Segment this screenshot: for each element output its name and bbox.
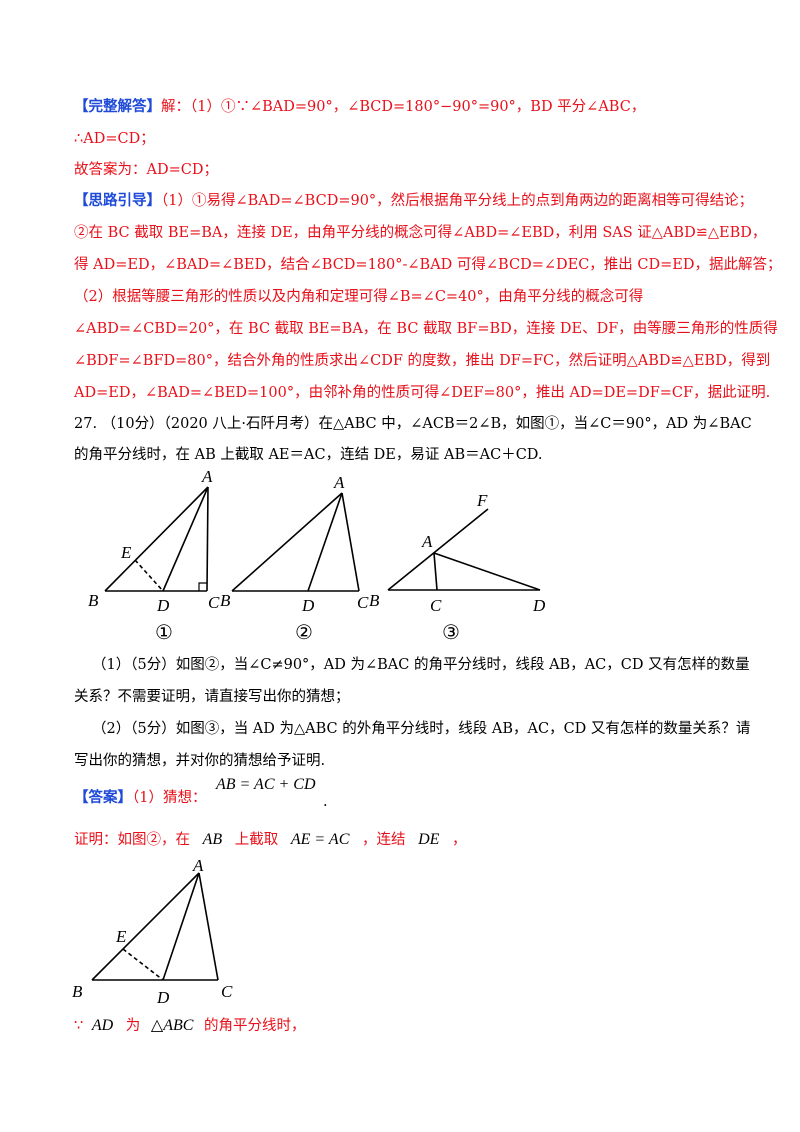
math-de: DE xyxy=(418,831,440,848)
answer-line-1: 【答案】（1）猜想： xyxy=(74,789,207,806)
math-triangle-abc: △ABC xyxy=(150,1017,194,1034)
solution-line-2: ∴AD=CD； xyxy=(74,131,155,147)
fig1-caption: ① xyxy=(155,622,173,643)
proof-line-2: ∵ AD 为 △ABC 的角平分线时， xyxy=(74,1017,306,1034)
ans-fig-label-c: C xyxy=(221,982,233,1001)
ans-fig-label-b: B xyxy=(72,982,83,1001)
math-ab: AB xyxy=(202,831,223,848)
math-ad: AD xyxy=(91,1017,114,1034)
figure-3 xyxy=(387,508,541,591)
fig2-label-a: A xyxy=(333,473,345,492)
fig3-caption: ③ xyxy=(442,622,460,643)
math-ae-ac: AE = AC xyxy=(290,831,350,848)
hint-line-1: 【思路引导】（1）①易得∠BAD=∠BCD=90°，然后根据角平分线上的点到角两… xyxy=(74,192,754,209)
fig3-label-a: A xyxy=(421,532,433,551)
fig1-label-c: C xyxy=(208,593,220,612)
complete-answer-tag: 【完整解答】 xyxy=(74,98,161,115)
figure-2 xyxy=(231,492,360,592)
fig1-label-b: B xyxy=(88,591,99,610)
fig3-label-f: F xyxy=(476,491,488,510)
fig3-label-c: C xyxy=(430,596,442,615)
problem-line-2: 的角平分线时，在 AB 上截取 AE＝AC，连结 DE，易证 AB＝AC＋CD. xyxy=(74,447,543,463)
answer-formula: AB = AC + CD xyxy=(216,776,316,793)
answer-period: . xyxy=(323,794,328,810)
fig2-caption: ② xyxy=(295,622,313,643)
question-1-line-2: 关系？不需要证明，请直接写出你的猜想； xyxy=(74,689,350,705)
hint-line-6: ∠BDF=∠BFD=80°，结合外角的性质求出∠CDF 的度数，推出 DF=FC… xyxy=(74,353,771,369)
fig1-label-d: D xyxy=(156,596,170,615)
fig1-label-e: E xyxy=(120,543,132,562)
problem-line-1: 27. （10分）（2020 八上·石阡月考）在△ABC 中，∠ACB＝2∠B，… xyxy=(74,416,752,432)
figure-1 xyxy=(104,486,209,592)
hint-line-5: ∠ABD=∠CBD=20°，在 BC 截取 BE=BA，在 BC 截取 BF=B… xyxy=(74,321,778,337)
hint-line-3: 得 AD=ED，∠BAD=∠BED，结合∠BCD=180°-∠BAD 可得∠BC… xyxy=(74,257,782,273)
ans-fig-label-d: D xyxy=(156,988,170,1007)
question-1-line-1: （1）（5分）如图②，当∠C≠90°，AD 为∠BAC 的角平分线时，线段 AB… xyxy=(92,657,750,673)
fig2-label-b: B xyxy=(220,591,231,610)
question-2-line-1: （2）（5分）如图③，当 AD 为△ABC 的外角平分线时，线段 AB，AC，C… xyxy=(92,721,751,737)
proof-line-1: 证明：如图②，在 AB 上截取 AE = AC ，连结 DE ， xyxy=(74,831,467,848)
question-2-line-2: 写出你的猜想，并对你的猜想给予证明. xyxy=(74,753,326,769)
solution-line-3: 故答案为：AD=CD； xyxy=(74,162,218,178)
fig2-label-c: C xyxy=(357,593,369,612)
answer-figure: A E B D C xyxy=(72,856,233,1007)
fig3-label-d: D xyxy=(532,596,546,615)
fig3-label-b: B xyxy=(369,591,380,610)
answer-tag: 【答案】 xyxy=(74,789,132,806)
figures-row: A E B D C ① A B D C ② F A B C D ③ xyxy=(88,468,546,643)
solution-line-1: 【完整解答】解：（1）①∵∠BAD=90°，∠BCD=180°−90°=90°，… xyxy=(74,98,646,115)
ans-fig-label-e: E xyxy=(115,927,127,946)
hint-line-7: AD=ED，∠BAD=∠BED=100°，由邻补角的性质可得∠DEF=80°，推… xyxy=(74,385,771,401)
fig2-label-d: D xyxy=(301,596,315,615)
fig1-label-a: A xyxy=(201,468,213,486)
hint-line-4: （2）根据等腰三角形的性质以及内角和定理可得∠B=∠C=40°，由角平分线的概念… xyxy=(74,289,644,305)
hint-line-2: ②在 BC 截取 BE=BA，连接 DE，由角平分线的概念可得∠ABD=∠EBD… xyxy=(74,225,767,241)
ans-fig-label-a: A xyxy=(192,856,204,875)
hint-tag: 【思路引导】 xyxy=(74,192,161,209)
